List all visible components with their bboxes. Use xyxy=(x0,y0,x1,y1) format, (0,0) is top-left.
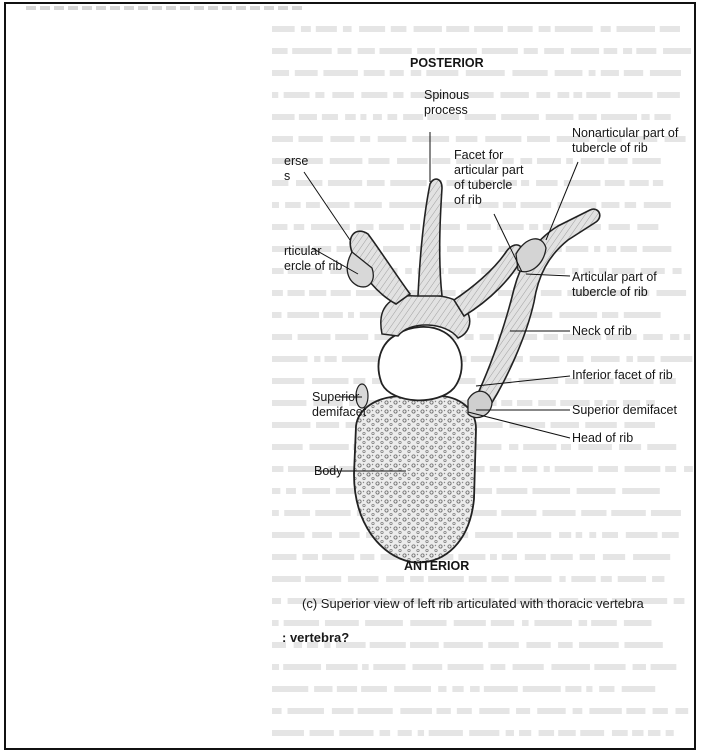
articular-part-label: Articular part of tubercle of rib xyxy=(572,270,657,300)
partial-question-text: : vertebra? xyxy=(282,630,349,645)
superior-demifacet-right-label: Superior demifacet xyxy=(572,403,677,418)
spinous-process xyxy=(418,179,442,296)
figure-caption: (c) Superior view of left rib articulate… xyxy=(302,596,644,611)
leader-transverse-left xyxy=(304,172,350,240)
transverse-process-label-partial: erse s xyxy=(284,154,308,184)
vertebral-foramen xyxy=(379,327,462,400)
neck-of-rib-label: Neck of rib xyxy=(572,324,632,339)
head-of-rib-label: Head of rib xyxy=(572,431,633,446)
leader-head xyxy=(468,412,570,438)
superior-demifacet-left-label: Superior demifacet xyxy=(312,390,366,420)
head-of-rib xyxy=(468,391,492,417)
facet-articular-part-label: Facet for articular part of tubercle of … xyxy=(454,148,523,208)
anterior-label: ANTERIOR xyxy=(404,559,469,574)
vertebral-body-shape xyxy=(354,396,476,562)
body-label: Body xyxy=(314,464,343,479)
articular-tubercle-label-partial: rticular ercle of rib xyxy=(284,244,342,274)
posterior-label: POSTERIOR xyxy=(410,56,484,71)
scanned-page-frame: POSTERIOR Spinous process erse s Facet f… xyxy=(4,2,696,750)
spinous-process-label: Spinous process xyxy=(424,88,469,118)
nonarticular-part-label: Nonarticular part of tubercle of rib xyxy=(572,126,678,156)
inferior-facet-label: Inferior facet of rib xyxy=(572,368,673,383)
